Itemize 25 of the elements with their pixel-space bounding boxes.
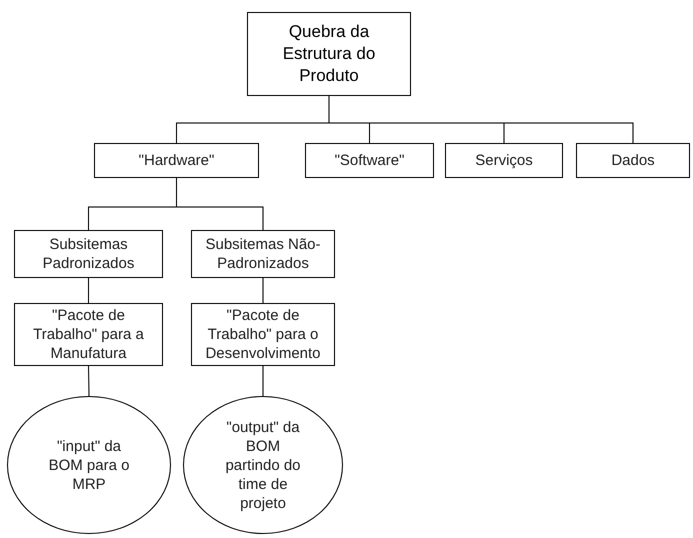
- category-box: [191, 303, 335, 366]
- category-box: [14, 303, 163, 366]
- connector-line: [262, 278, 264, 304]
- node-label: Quebra da Estrutura do Produto: [282, 21, 376, 87]
- category-box: [305, 143, 434, 178]
- node-label: Serviços: [475, 151, 533, 170]
- category-box: [576, 143, 690, 178]
- category-box: [94, 143, 259, 178]
- category-box: [445, 143, 563, 178]
- node-label: "Pacote de Trabalho" para o Desenvolvimento: [204, 306, 322, 363]
- node-label: "Hardware": [138, 151, 214, 170]
- node-label: "Pacote de Trabalho" para a Manufatura: [32, 306, 145, 363]
- node-label: "output" da BOM partindo do time de projeto: [224, 418, 302, 512]
- node-label: "input" da BOM para o MRP: [48, 436, 130, 494]
- node-label: Dados: [611, 151, 655, 170]
- connector-line: [88, 366, 90, 396]
- node-label: Subsitemas Padronizados: [42, 235, 136, 273]
- node-label: Subsitemas Não-Padronizados: [204, 235, 322, 273]
- category-box: [14, 230, 163, 278]
- node-label: "Software": [334, 151, 404, 170]
- connector-line: [176, 178, 264, 230]
- connector-line: [88, 278, 89, 304]
- category-box: [191, 230, 335, 278]
- connector-line: [262, 366, 264, 396]
- root-box: [247, 12, 411, 96]
